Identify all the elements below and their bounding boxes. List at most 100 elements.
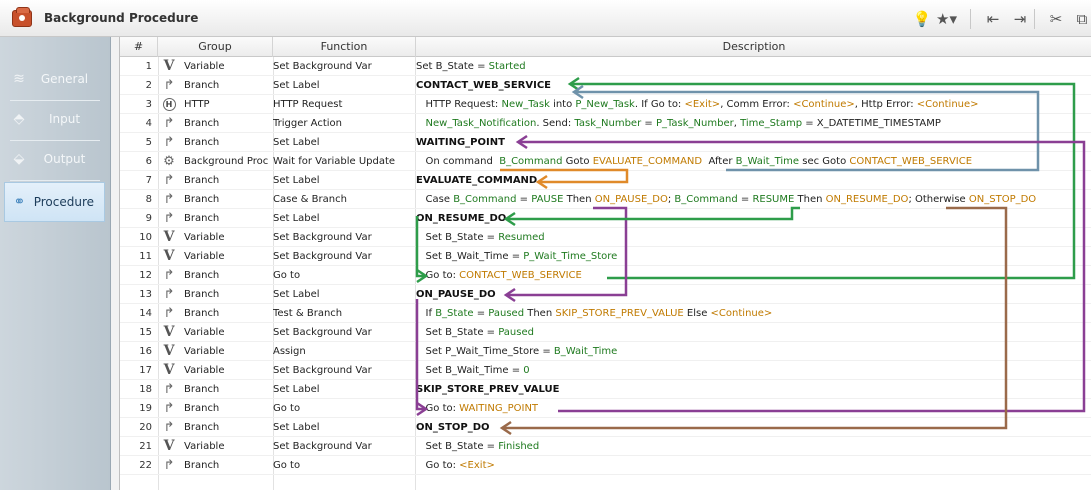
description-segment: 0 bbox=[523, 365, 530, 376]
header-description[interactable]: Description bbox=[722, 40, 786, 53]
header-num[interactable]: # bbox=[120, 37, 158, 57]
description-segment: CONTACT_WEB_SERVICE bbox=[416, 80, 551, 91]
row-description: Set B_State = Resumed bbox=[416, 228, 1091, 247]
row-number: 18 bbox=[139, 384, 152, 395]
row-number: 17 bbox=[139, 365, 152, 376]
description-segment: Started bbox=[488, 61, 526, 72]
description-segment: ON_RESUME_DO bbox=[416, 213, 507, 224]
header-function[interactable]: Function bbox=[273, 37, 416, 57]
row-group: Background Proc bbox=[184, 156, 269, 167]
description-segment: Set B_State = bbox=[416, 441, 499, 452]
row-number: 7 bbox=[145, 175, 152, 186]
description-segment: Go to: bbox=[416, 403, 460, 414]
nav-item-general[interactable]: ≋General bbox=[4, 59, 105, 99]
description-segment: ON_PAUSE_DO bbox=[416, 289, 496, 300]
evaluate-arrow bbox=[500, 168, 629, 184]
row-function: HTTP Request bbox=[273, 99, 343, 110]
title-bar: Background Procedure 💡★▾⇤⇥✂⧉ bbox=[0, 0, 1091, 37]
description-segment: Then bbox=[524, 308, 556, 319]
row-function: Test & Branch bbox=[273, 308, 343, 319]
row-number: 10 bbox=[139, 232, 152, 243]
description-segment: PAUSE bbox=[531, 194, 564, 205]
description-segment: Paused bbox=[488, 308, 525, 319]
description-segment: If bbox=[416, 308, 436, 319]
indent-icon[interactable]: ⇥ bbox=[1013, 10, 1027, 28]
branch-icon: ↱ bbox=[163, 420, 175, 435]
variable-icon: V bbox=[163, 362, 175, 378]
description-segment: B_Wait_Time bbox=[553, 346, 618, 357]
description-segment: <Continue> bbox=[793, 99, 855, 110]
nav-item-output[interactable]: ⬙Output bbox=[4, 139, 105, 179]
header-group[interactable]: Group bbox=[158, 37, 273, 57]
nav-procedure-icon: ⚭ bbox=[13, 194, 26, 210]
nav-item-label: Input bbox=[48, 112, 81, 126]
copy-icon[interactable]: ⧉ bbox=[1076, 10, 1088, 28]
pause-arrow bbox=[508, 206, 628, 297]
nav-item-procedure[interactable]: ⚭Procedure bbox=[4, 182, 105, 222]
goto-contact-arrow bbox=[572, 82, 1076, 280]
description-segment: SKIP_STORE_PREV_VALUE bbox=[416, 384, 560, 395]
description-segment: Set B_State = bbox=[416, 232, 499, 243]
row-function: Set Label bbox=[273, 137, 320, 148]
row-number: 15 bbox=[139, 327, 152, 338]
star-icon[interactable]: ★▾ bbox=[936, 10, 957, 28]
description-segment: Go to: bbox=[416, 270, 460, 281]
variable-icon: V bbox=[163, 248, 175, 264]
row-description: Set B_State = Finished bbox=[416, 437, 1091, 456]
description-segment: . Send: bbox=[536, 118, 575, 129]
nav-item-input[interactable]: ⬘Input bbox=[4, 99, 105, 139]
description-segment: Go to: bbox=[416, 460, 460, 471]
row-description: On command B_Command Goto EVALUATE_COMMA… bbox=[416, 152, 1091, 171]
nav-divider bbox=[10, 140, 100, 141]
row-group: Variable bbox=[184, 61, 225, 72]
left-nav: ≋General⬘Input⬙Output⚭Procedure bbox=[0, 37, 111, 490]
description-segment: Set P_Wait_Time_Store = bbox=[416, 346, 554, 357]
description-segment: HTTP Request: bbox=[416, 99, 502, 110]
description-segment: WAITING_POINT bbox=[459, 403, 539, 414]
description-segment: Task_Number bbox=[574, 118, 642, 129]
description-segment: into bbox=[549, 99, 576, 110]
outdent-icon[interactable]: ⇤ bbox=[986, 10, 1000, 28]
row-group: Branch bbox=[184, 270, 220, 281]
description-segment: = bbox=[737, 194, 753, 205]
nav-divider bbox=[10, 100, 100, 101]
cut-icon[interactable]: ✂ bbox=[1049, 10, 1063, 28]
description-segment: Time_Stamp bbox=[740, 118, 803, 129]
resume-flow-arrow bbox=[415, 216, 424, 278]
row-number: 14 bbox=[139, 308, 152, 319]
description-segment: Set B_Wait_Time = bbox=[416, 251, 524, 262]
lightbulb-icon[interactable]: 💡 bbox=[912, 10, 932, 28]
row-description: Set B_Wait_Time = 0 bbox=[416, 361, 1091, 380]
description-segment: New_Task bbox=[501, 99, 550, 110]
description-segment: Goto bbox=[562, 156, 593, 167]
row-function: Set Background Var bbox=[273, 232, 372, 243]
row-number: 9 bbox=[145, 213, 152, 224]
grid-header: # Group Function Description bbox=[120, 37, 1091, 57]
description-segment: sec Goto bbox=[799, 156, 850, 167]
description-segment: , Comm Error: bbox=[720, 99, 794, 110]
row-number: 12 bbox=[139, 270, 152, 281]
nav-output-icon: ⬙ bbox=[13, 151, 25, 167]
variable-icon: V bbox=[163, 324, 175, 340]
branch-icon: ↱ bbox=[163, 173, 175, 188]
